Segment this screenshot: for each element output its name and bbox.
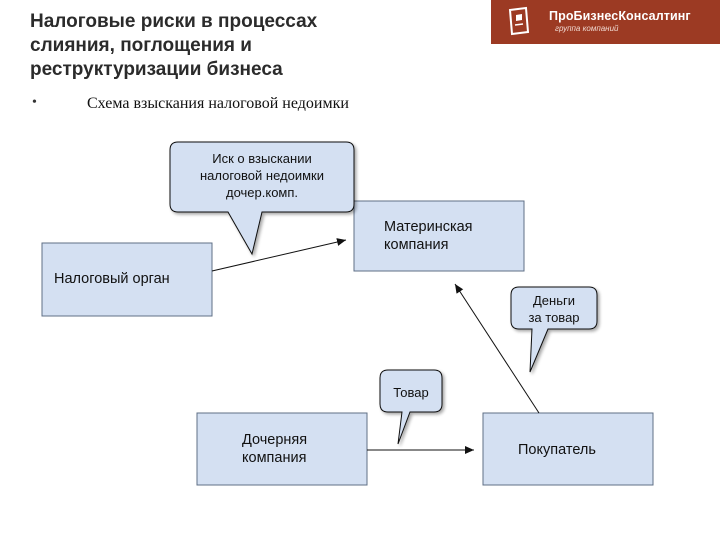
- parent-company-box: [353, 200, 525, 272]
- title-line-2: слияния, поглощения и: [30, 35, 252, 56]
- money-callout: [510, 286, 598, 373]
- goods-callout: [379, 369, 443, 445]
- lawsuit-callout-text: Иск о взыскании налоговой недоимки дочер…: [199, 151, 324, 200]
- buyer-box: [482, 412, 654, 486]
- subsidiary-label: Дочерняя компания: [242, 432, 308, 466]
- tax-authority-box: [41, 242, 213, 317]
- logo-name: ПроБизнесКонсалтинг: [549, 9, 691, 23]
- title-line-1: Налоговые риски в процессах: [30, 11, 318, 32]
- arrow-buyer-to-parent: [454, 283, 540, 414]
- title-line-3: реструктуризации бизнеса: [30, 59, 283, 80]
- subsidiary-box: [196, 412, 368, 486]
- buyer-label: Покупатель: [518, 442, 596, 458]
- logo-tagline: группа компаний: [555, 24, 619, 33]
- bullet-marker: •: [32, 95, 37, 110]
- tax-authority-label: Налоговый орган: [54, 271, 170, 287]
- lawsuit-callout: [169, 141, 355, 256]
- parent-company-label: Материнская компания: [384, 219, 473, 253]
- money-callout-text: Деньги за товар: [528, 293, 580, 325]
- slide-subtitle: Схема взыскания налоговой недоимки: [87, 95, 349, 112]
- logo-mark-icon: [508, 6, 530, 36]
- slide-title: Налоговые риски в процессах слияния, пог…: [30, 10, 470, 82]
- company-logo: ПроБизнесКонсалтинг группа компаний: [491, 0, 720, 44]
- goods-callout-text: Товар: [393, 385, 429, 400]
- arrow-tax-to-parent: [211, 238, 347, 272]
